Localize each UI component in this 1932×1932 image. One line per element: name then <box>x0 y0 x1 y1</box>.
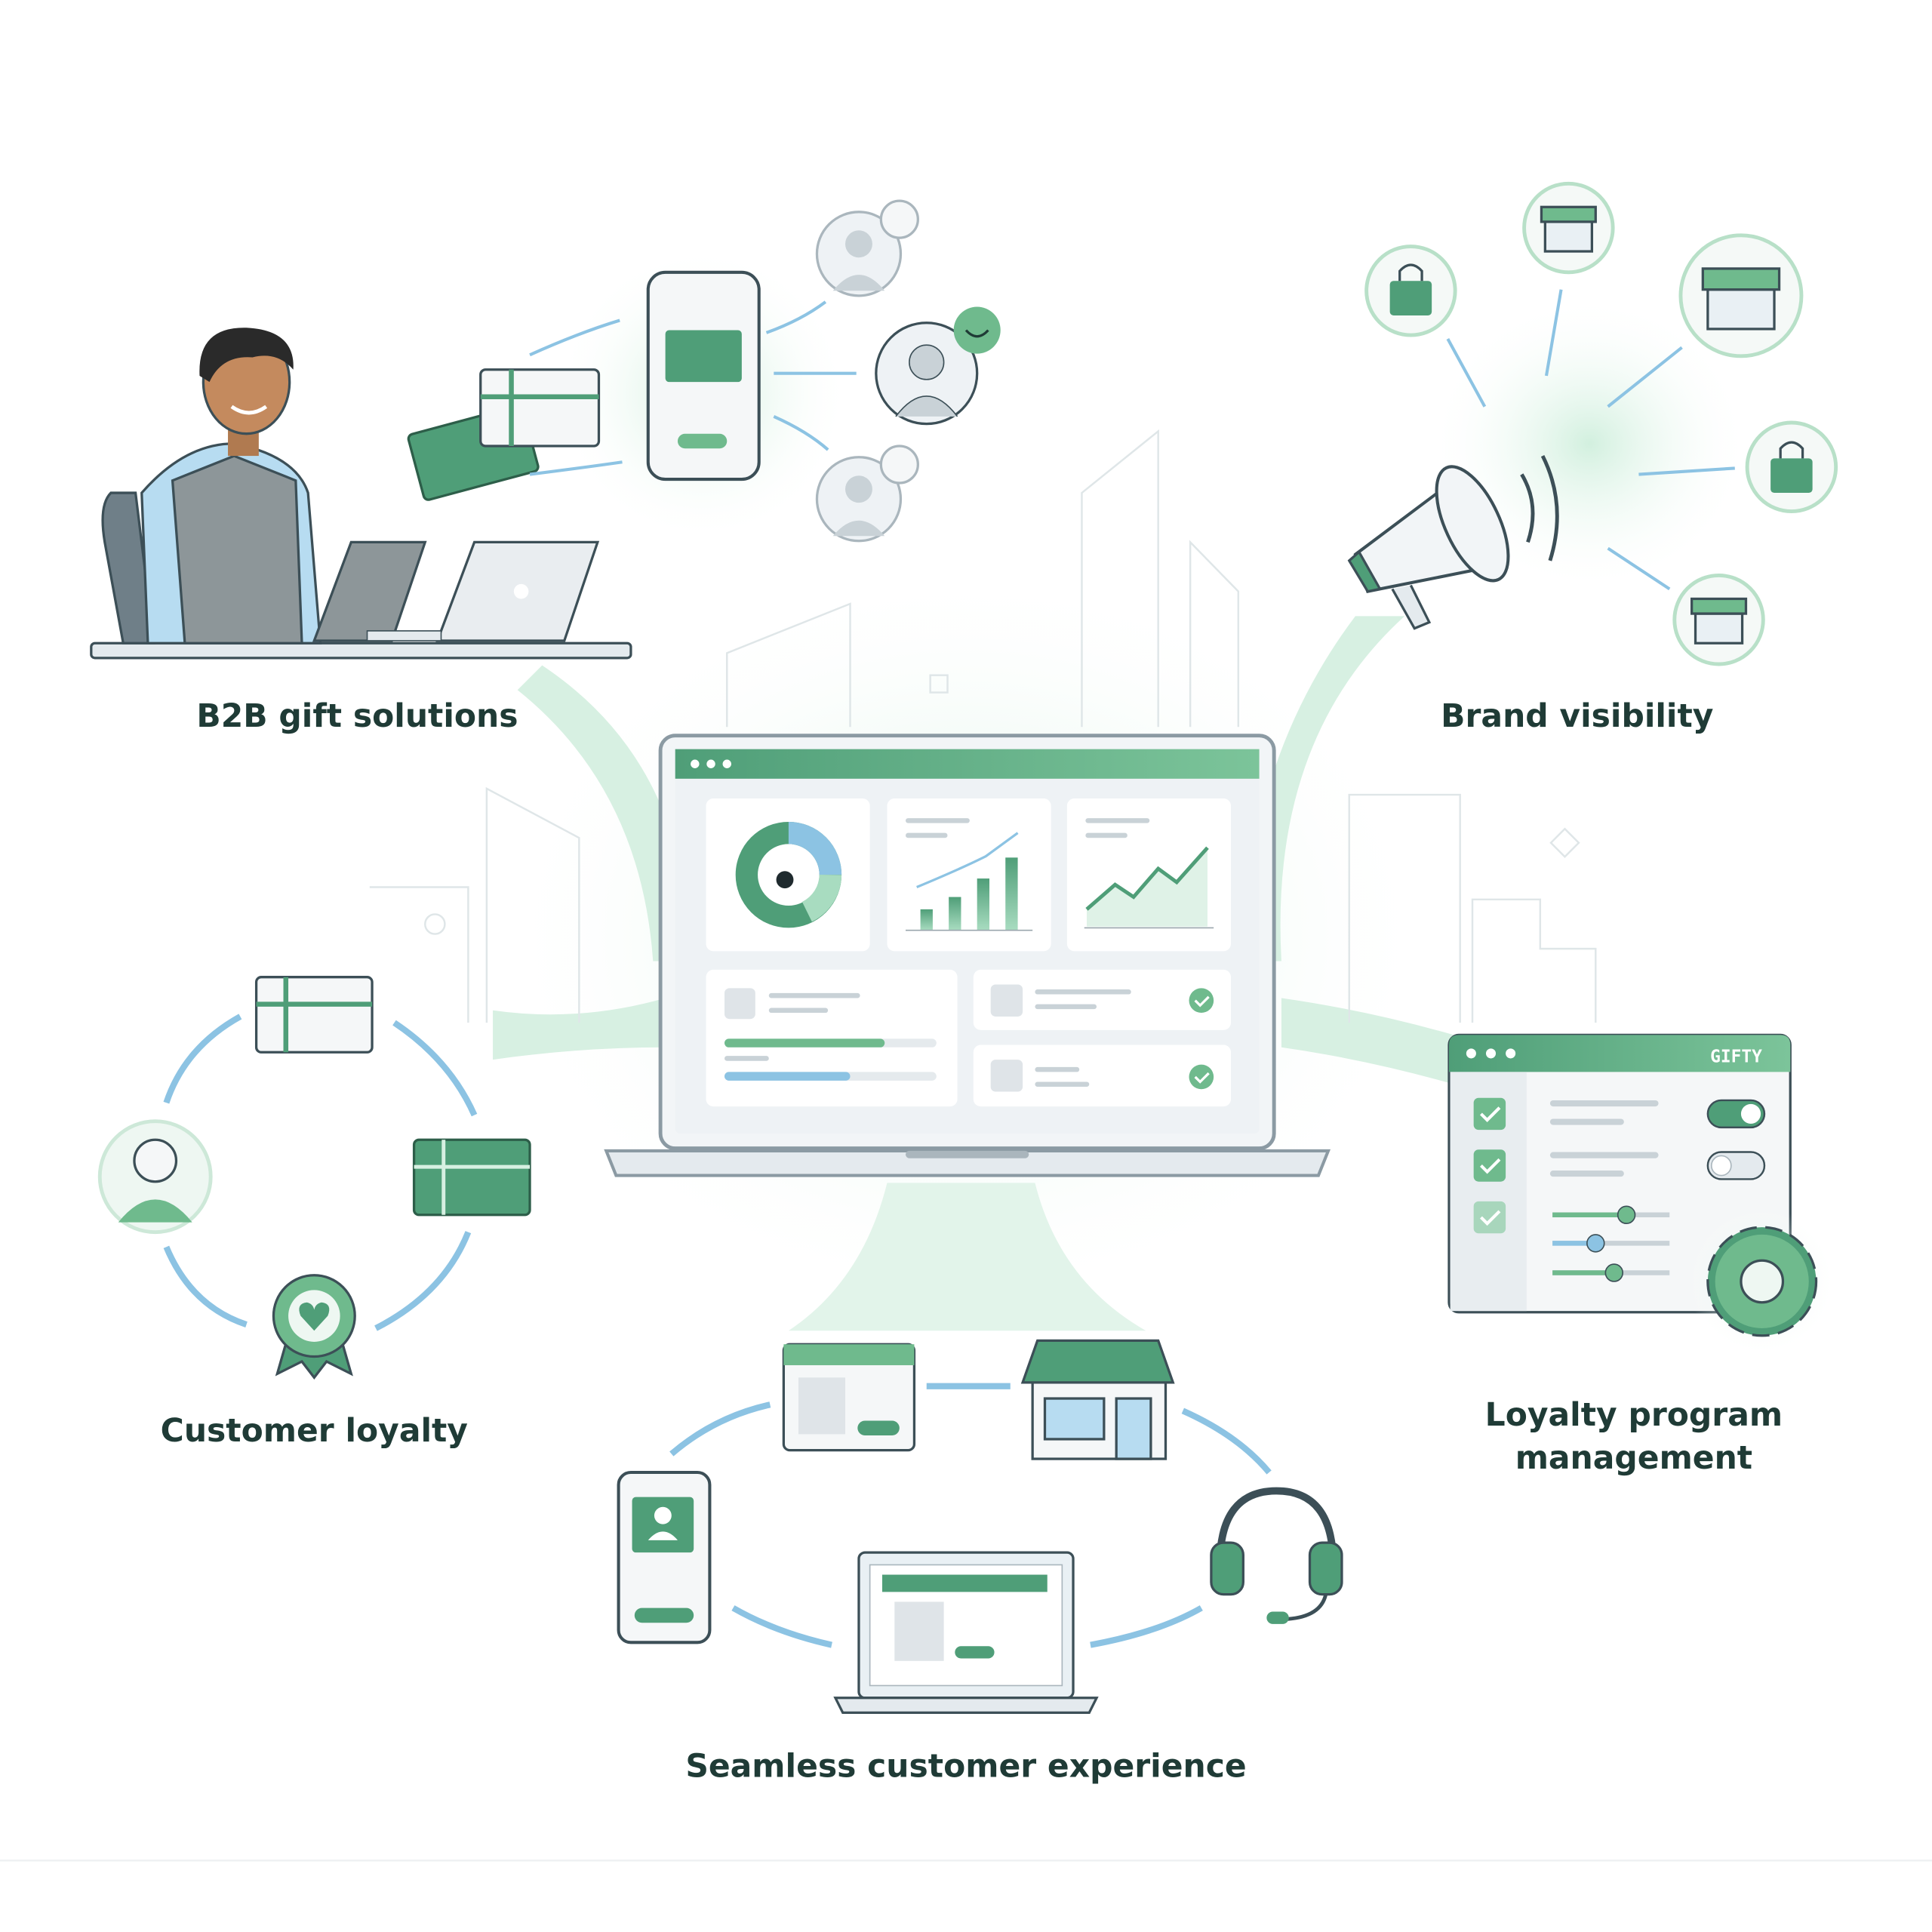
headset-icon <box>1210 1487 1343 1624</box>
label-loyalty-program-line1: Loyalty program <box>1485 1397 1783 1434</box>
city-skyline <box>369 429 1597 1023</box>
progress-bar-green <box>724 1038 885 1048</box>
storefront-icon <box>1020 1339 1175 1460</box>
customer-loyalty-cycle <box>97 976 531 1380</box>
seamless-experience-cycle <box>617 1339 1343 1715</box>
label-seamless-customer-experience: Seamless customer experience <box>685 1748 1246 1785</box>
label-loyalty-program-line2: management <box>1515 1440 1752 1477</box>
label-brand-visibility: Brand visibility <box>1441 698 1713 735</box>
toggle-switches <box>1706 1099 1766 1180</box>
b2b-person-illustration <box>90 328 632 660</box>
check-icon <box>1189 1064 1214 1090</box>
sliders <box>1552 1205 1670 1282</box>
check-icon <box>1189 988 1214 1014</box>
loyalty-program-panel: GIFTY <box>1447 1033 1836 1355</box>
mobile-phone-icon <box>617 1470 712 1644</box>
label-b2b-gift-solutions: B2B gift solutions <box>196 698 518 735</box>
progress-bar-blue <box>724 1072 851 1081</box>
center-laptop-dashboard <box>604 734 1331 1177</box>
gift-cards-flow <box>407 199 1001 543</box>
store-and-bag-icons <box>1364 181 1838 666</box>
list-card <box>973 969 1232 1030</box>
label-customer-loyalty: Customer loyalty <box>161 1413 468 1450</box>
gear-icon <box>1687 1208 1836 1355</box>
gift-card-icon <box>412 1138 531 1217</box>
list-card <box>973 1044 1232 1107</box>
gifty-logo: GIFTY <box>1710 1047 1762 1066</box>
heart-badge-icon <box>272 1274 356 1380</box>
megaphone-icon <box>1347 454 1559 630</box>
brand-visibility-illustration <box>1347 181 1838 666</box>
gift-card-icon <box>254 976 374 1054</box>
checkbox-icons <box>1473 1097 1506 1234</box>
customer-avatar-icons <box>815 199 1001 543</box>
gift-card-icon <box>479 368 601 448</box>
laptop-icon <box>833 1551 1099 1715</box>
